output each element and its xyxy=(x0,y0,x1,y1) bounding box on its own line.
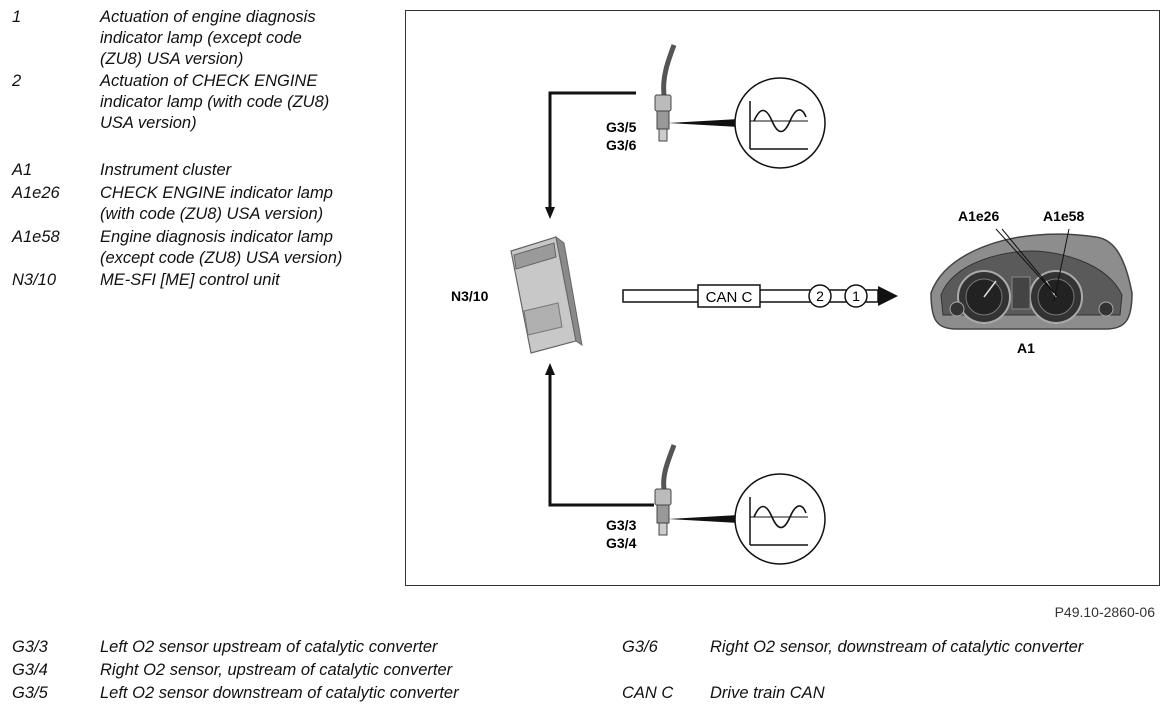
leader-a1e58 xyxy=(1053,228,1070,302)
legend-item-1: 1 Actuation of engine diagnosis indicato… xyxy=(12,7,402,71)
legend-key: G3/5 xyxy=(12,684,48,702)
legend-key: N3/10 xyxy=(12,271,57,289)
waveform-bottom-icon xyxy=(734,473,826,565)
legend-key: G3/4 xyxy=(12,661,48,679)
sensor-bottom-label-2: G3/4 xyxy=(606,535,637,551)
diagram-svg: G3/5 G3/6 N3/10 CAN C 2 1 xyxy=(451,44,1133,565)
legend-item-n3-10: N3/10 ME-SFI [ME] control unit xyxy=(12,270,402,292)
legend-desc: Instrument cluster xyxy=(100,161,232,179)
legend-key: 2 xyxy=(12,72,22,90)
legend-item-2: 2 Actuation of CHECK ENGINE indicator la… xyxy=(12,71,402,135)
legend-desc: Right O2 sensor, upstream of catalytic c… xyxy=(100,661,453,679)
legend-item-a1e26: A1e26 CHECK ENGINE indicator lamp (with … xyxy=(12,183,402,227)
cluster-label-a1e58: A1e58 xyxy=(1043,208,1084,224)
legend-item-g3-3: G3/3 Left O2 sensor upstream of catalyti… xyxy=(12,637,572,659)
sensor-bottom-label-1: G3/3 xyxy=(606,517,637,533)
control-unit-label: N3/10 xyxy=(451,288,489,304)
o2-sensor-bottom-icon xyxy=(654,444,677,536)
signal-circle-1 xyxy=(844,284,868,308)
leader-a1e26-b xyxy=(1001,228,1059,298)
legend-desc: ME-SFI [ME] control unit xyxy=(100,271,280,289)
signal-circle-2-label: 2 xyxy=(816,288,824,304)
leader-a1e26 xyxy=(995,228,1055,294)
legend-key: A1e26 xyxy=(12,184,60,202)
legend-item-can-c: CAN C Drive train CAN xyxy=(622,683,1162,705)
sensor-top-label-1: G3/5 xyxy=(606,119,637,135)
legend-key: A1 xyxy=(12,161,33,179)
legend-desc: Actuation of CHECK ENGINE indicator lamp… xyxy=(100,72,330,132)
bottom-callout xyxy=(668,515,739,523)
legend-item-g3-5: G3/5 Left O2 sensor downstream of cataly… xyxy=(12,683,572,705)
legend-item-g3-4: G3/4 Right O2 sensor, upstream of cataly… xyxy=(12,660,572,682)
o2-sensor-top-icon xyxy=(654,44,677,142)
legend-key: G3/6 xyxy=(622,638,658,656)
signal-circle-2 xyxy=(808,284,832,308)
top-callout xyxy=(668,119,739,127)
legend-item-a1: A1 Instrument cluster xyxy=(12,160,402,182)
cluster-label-a1: A1 xyxy=(1017,340,1035,356)
legend-desc: Drive train CAN xyxy=(710,684,825,702)
legend-key: CAN C xyxy=(622,684,674,702)
can-label-box xyxy=(697,284,761,308)
figure-reference: P49.10-2860-06 xyxy=(1054,604,1155,620)
legend-desc: Right O2 sensor, downstream of catalytic… xyxy=(710,638,1084,656)
legend-desc: Left O2 sensor downstream of catalytic c… xyxy=(100,684,459,702)
bottom-sensor-wire xyxy=(545,363,654,507)
signal-circle-1-label: 1 xyxy=(852,288,860,304)
legend-key: 1 xyxy=(12,8,22,26)
legend-item-g3-6: G3/6 Right O2 sensor, downstream of cata… xyxy=(622,637,1162,659)
cluster-label-a1e26: A1e26 xyxy=(958,208,999,224)
can-label: CAN C xyxy=(706,289,753,306)
legend-desc: Actuation of engine diagnosis indicator … xyxy=(100,8,316,68)
legend-desc: Left O2 sensor upstream of catalytic con… xyxy=(100,638,438,656)
legend-desc: Engine diagnosis indicator lamp (except … xyxy=(100,228,343,267)
waveform-top-icon xyxy=(734,77,826,169)
control-unit-icon xyxy=(510,235,583,354)
diagram-frame: G3/5 G3/6 N3/10 CAN C 2 1 xyxy=(405,10,1160,586)
top-sensor-wire xyxy=(545,91,636,219)
legend-desc: CHECK ENGINE indicator lamp (with code (… xyxy=(100,184,333,223)
legend-key: G3/3 xyxy=(12,638,48,656)
legend-key: A1e58 xyxy=(12,228,60,246)
legend-item-a1e58: A1e58 Engine diagnosis indicator lamp (e… xyxy=(12,227,402,271)
sensor-top-label-2: G3/6 xyxy=(606,137,637,153)
instrument-cluster-icon xyxy=(930,233,1133,330)
